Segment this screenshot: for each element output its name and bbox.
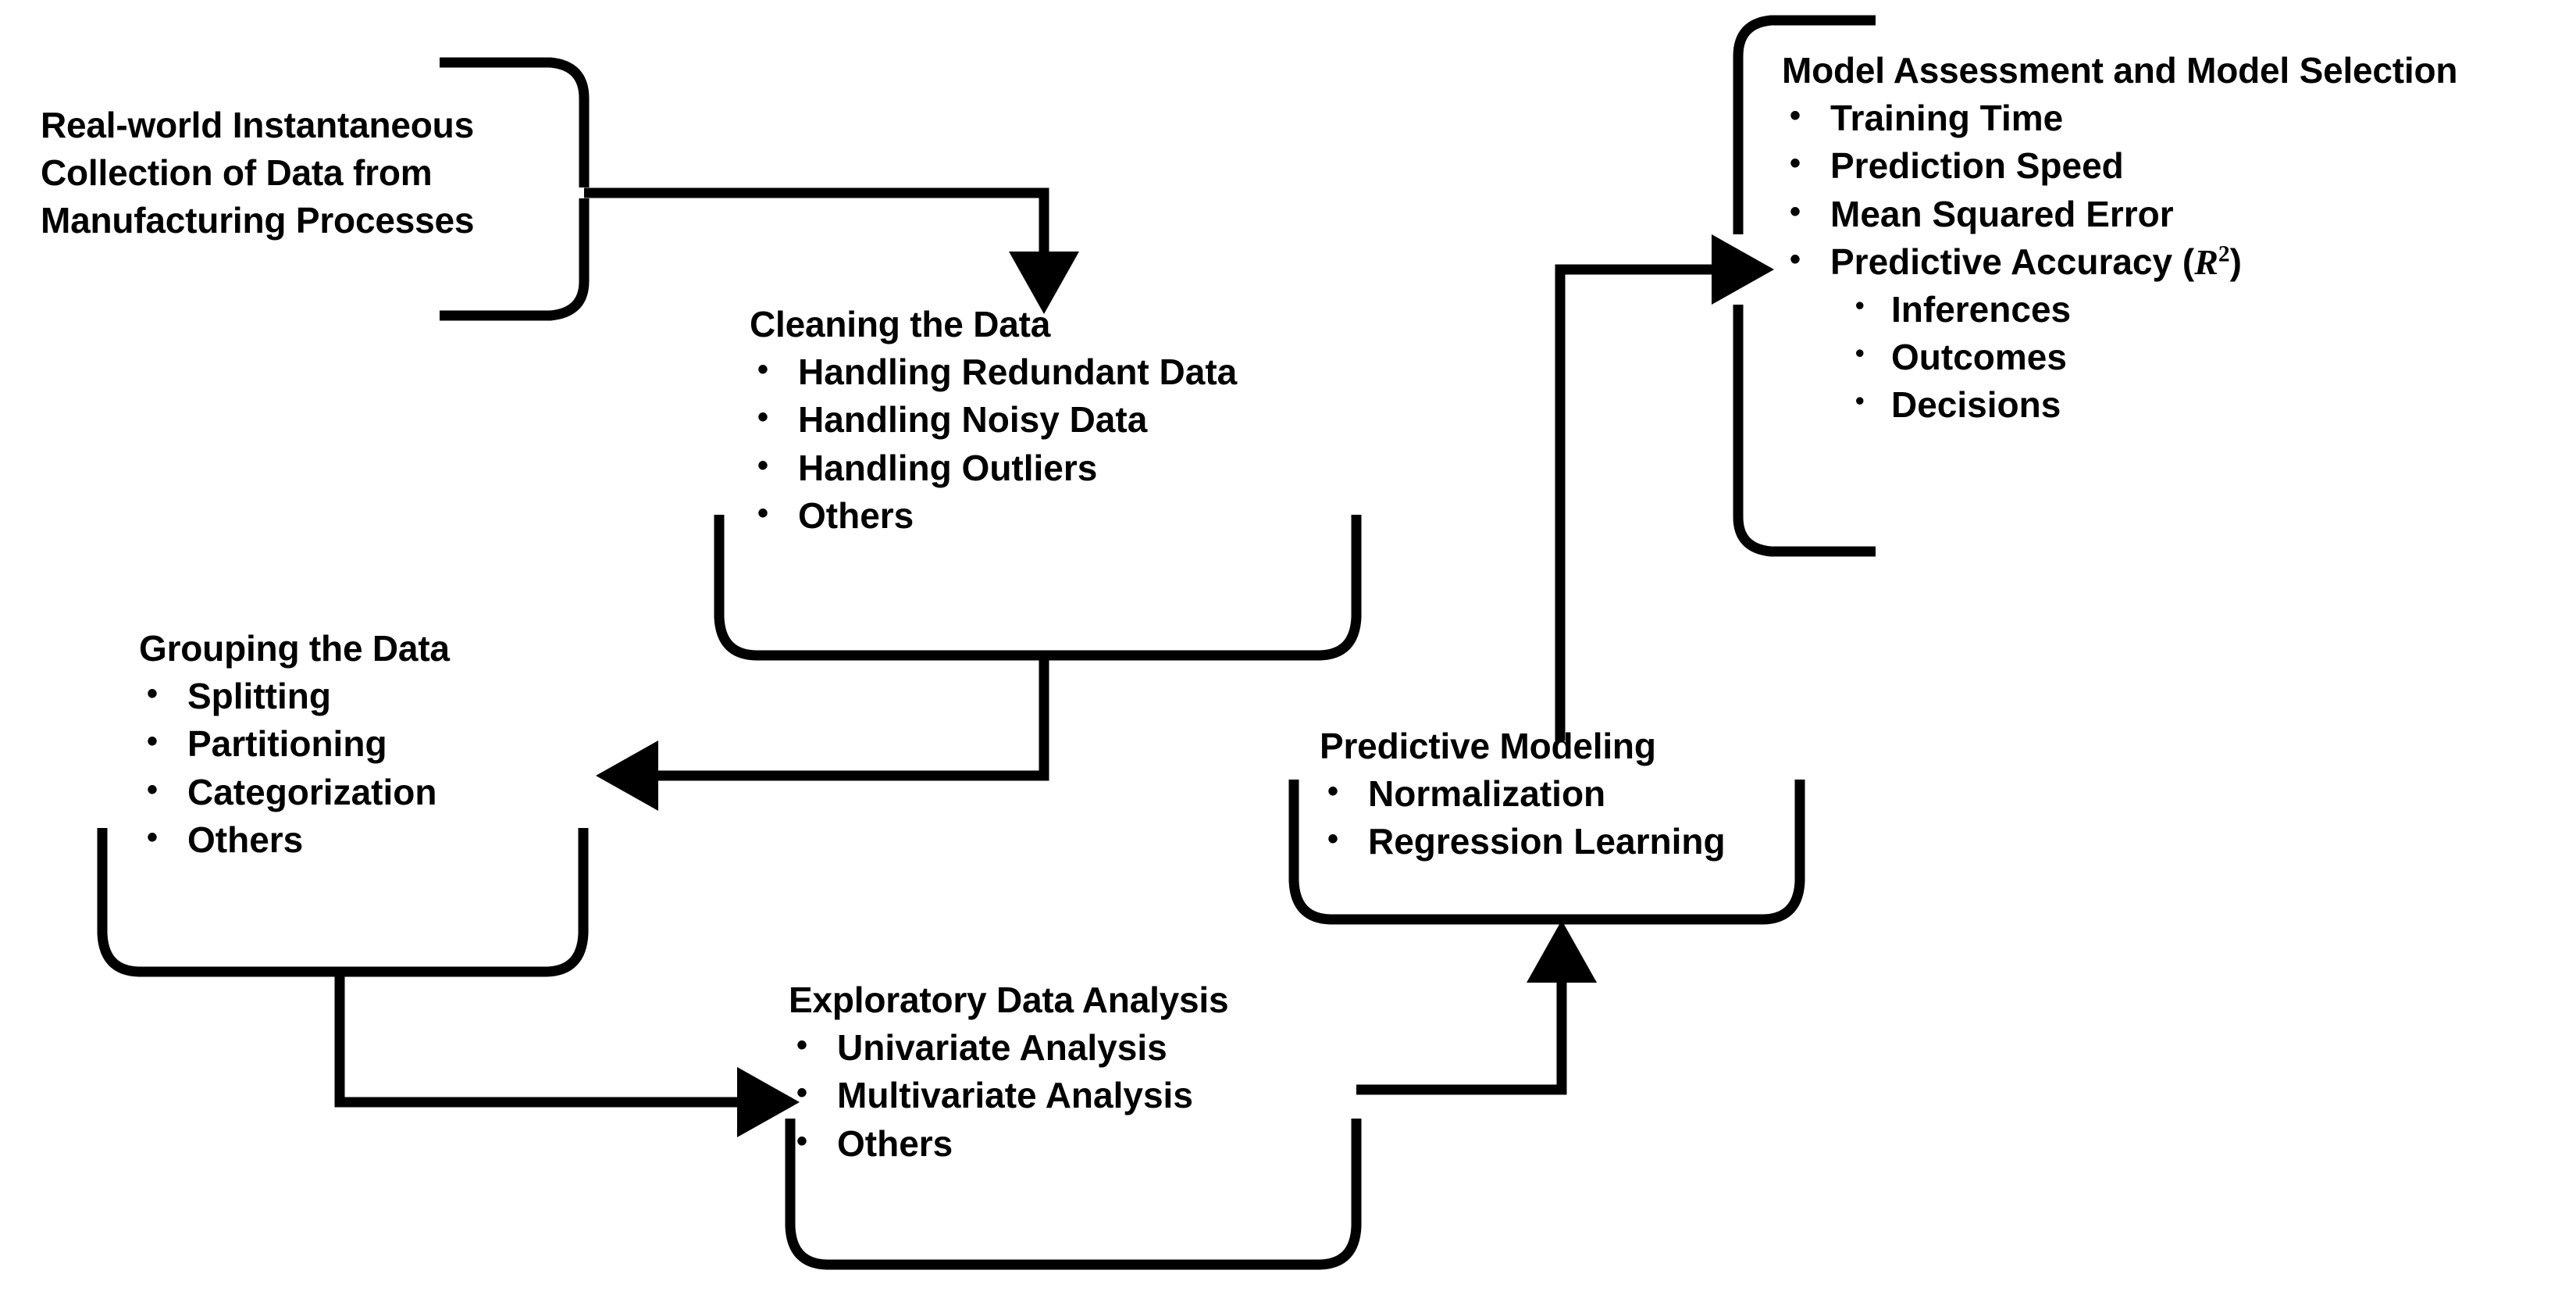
- node-grouping-title: Grouping the Data: [139, 628, 450, 669]
- list-item-predictive-accuracy: Predictive Accuracy (R2): [1782, 237, 2457, 286]
- arrowhead-left-grouping: [596, 741, 658, 811]
- list-item: Normalization: [1320, 769, 1726, 818]
- node-cleaning: Cleaning the Data Handling Redundant Dat…: [750, 301, 1237, 540]
- list-item: Multivariate Analysis: [789, 1071, 1228, 1119]
- arrowhead-right-assessment: [1712, 234, 1774, 305]
- edge-cleaning-to-grouping: [652, 655, 1049, 781]
- list-item: Handling Noisy Data: [750, 395, 1237, 444]
- predictive-accuracy-suffix: ): [2229, 241, 2242, 282]
- node-assessment-bullets: Training Time Prediction Speed Mean Squa…: [1782, 94, 2457, 286]
- node-grouping: Grouping the Data Splitting Partitioning…: [139, 625, 450, 864]
- r-squared-exponent: 2: [2218, 241, 2230, 267]
- list-item: Inferences: [1846, 286, 2457, 334]
- list-item: Splitting: [139, 672, 450, 720]
- r-squared-symbol: R2: [2194, 241, 2230, 282]
- list-item: Handling Redundant Data: [750, 348, 1237, 396]
- list-item: Others: [789, 1119, 1228, 1168]
- edge-grouping-to-eda: [334, 972, 742, 1108]
- node-eda: Exploratory Data Analysis Univariate Ana…: [789, 976, 1229, 1168]
- node-modeling: Predictive Modeling Normalization Regres…: [1320, 723, 1726, 866]
- node-cleaning-bullets: Handling Redundant Data Handling Noisy D…: [750, 348, 1237, 540]
- node-eda-bullets: Univariate Analysis Multivariate Analysi…: [789, 1023, 1228, 1168]
- node-source: Real-world Instantaneous Collection of D…: [41, 102, 579, 245]
- node-assessment-title: Model Assessment and Model Selection: [1782, 50, 2458, 91]
- node-assessment-sub-bullets: Inferences Outcomes Decisions: [1846, 286, 2457, 430]
- list-item: Univariate Analysis: [789, 1023, 1228, 1072]
- list-item: Others: [750, 491, 1237, 540]
- list-item: Prediction Speed: [1782, 141, 2457, 190]
- edge-eda-to-modeling: [1356, 976, 1567, 1095]
- list-item: Outcomes: [1846, 334, 2457, 381]
- node-modeling-title: Predictive Modeling: [1320, 726, 1656, 766]
- node-assessment: Model Assessment and Model Selection Tra…: [1782, 47, 2457, 429]
- list-item: Others: [139, 815, 450, 864]
- list-item: Decisions: [1846, 381, 2457, 429]
- node-eda-title: Exploratory Data Analysis: [789, 980, 1229, 1020]
- node-grouping-bullets: Splitting Partitioning Categorization Ot…: [139, 672, 450, 864]
- list-item: Categorization: [139, 768, 450, 816]
- node-source-title: Real-world Instantaneous Collection of D…: [41, 105, 475, 241]
- edge-source-to-cleaning: [584, 187, 1049, 258]
- list-item: Partitioning: [139, 719, 450, 768]
- predictive-accuracy-prefix: Predictive Accuracy (: [1830, 241, 2195, 282]
- list-item: Regression Learning: [1320, 817, 1726, 865]
- node-cleaning-title: Cleaning the Data: [750, 304, 1051, 344]
- arrowhead-up-modeling: [1527, 920, 1597, 983]
- list-item: Handling Outliers: [750, 444, 1237, 492]
- list-item: Training Time: [1782, 94, 2457, 142]
- node-modeling-bullets: Normalization Regression Learning: [1320, 769, 1726, 865]
- edge-modeling-to-assessment: [1555, 264, 1718, 741]
- list-item: Mean Squared Error: [1782, 190, 2457, 238]
